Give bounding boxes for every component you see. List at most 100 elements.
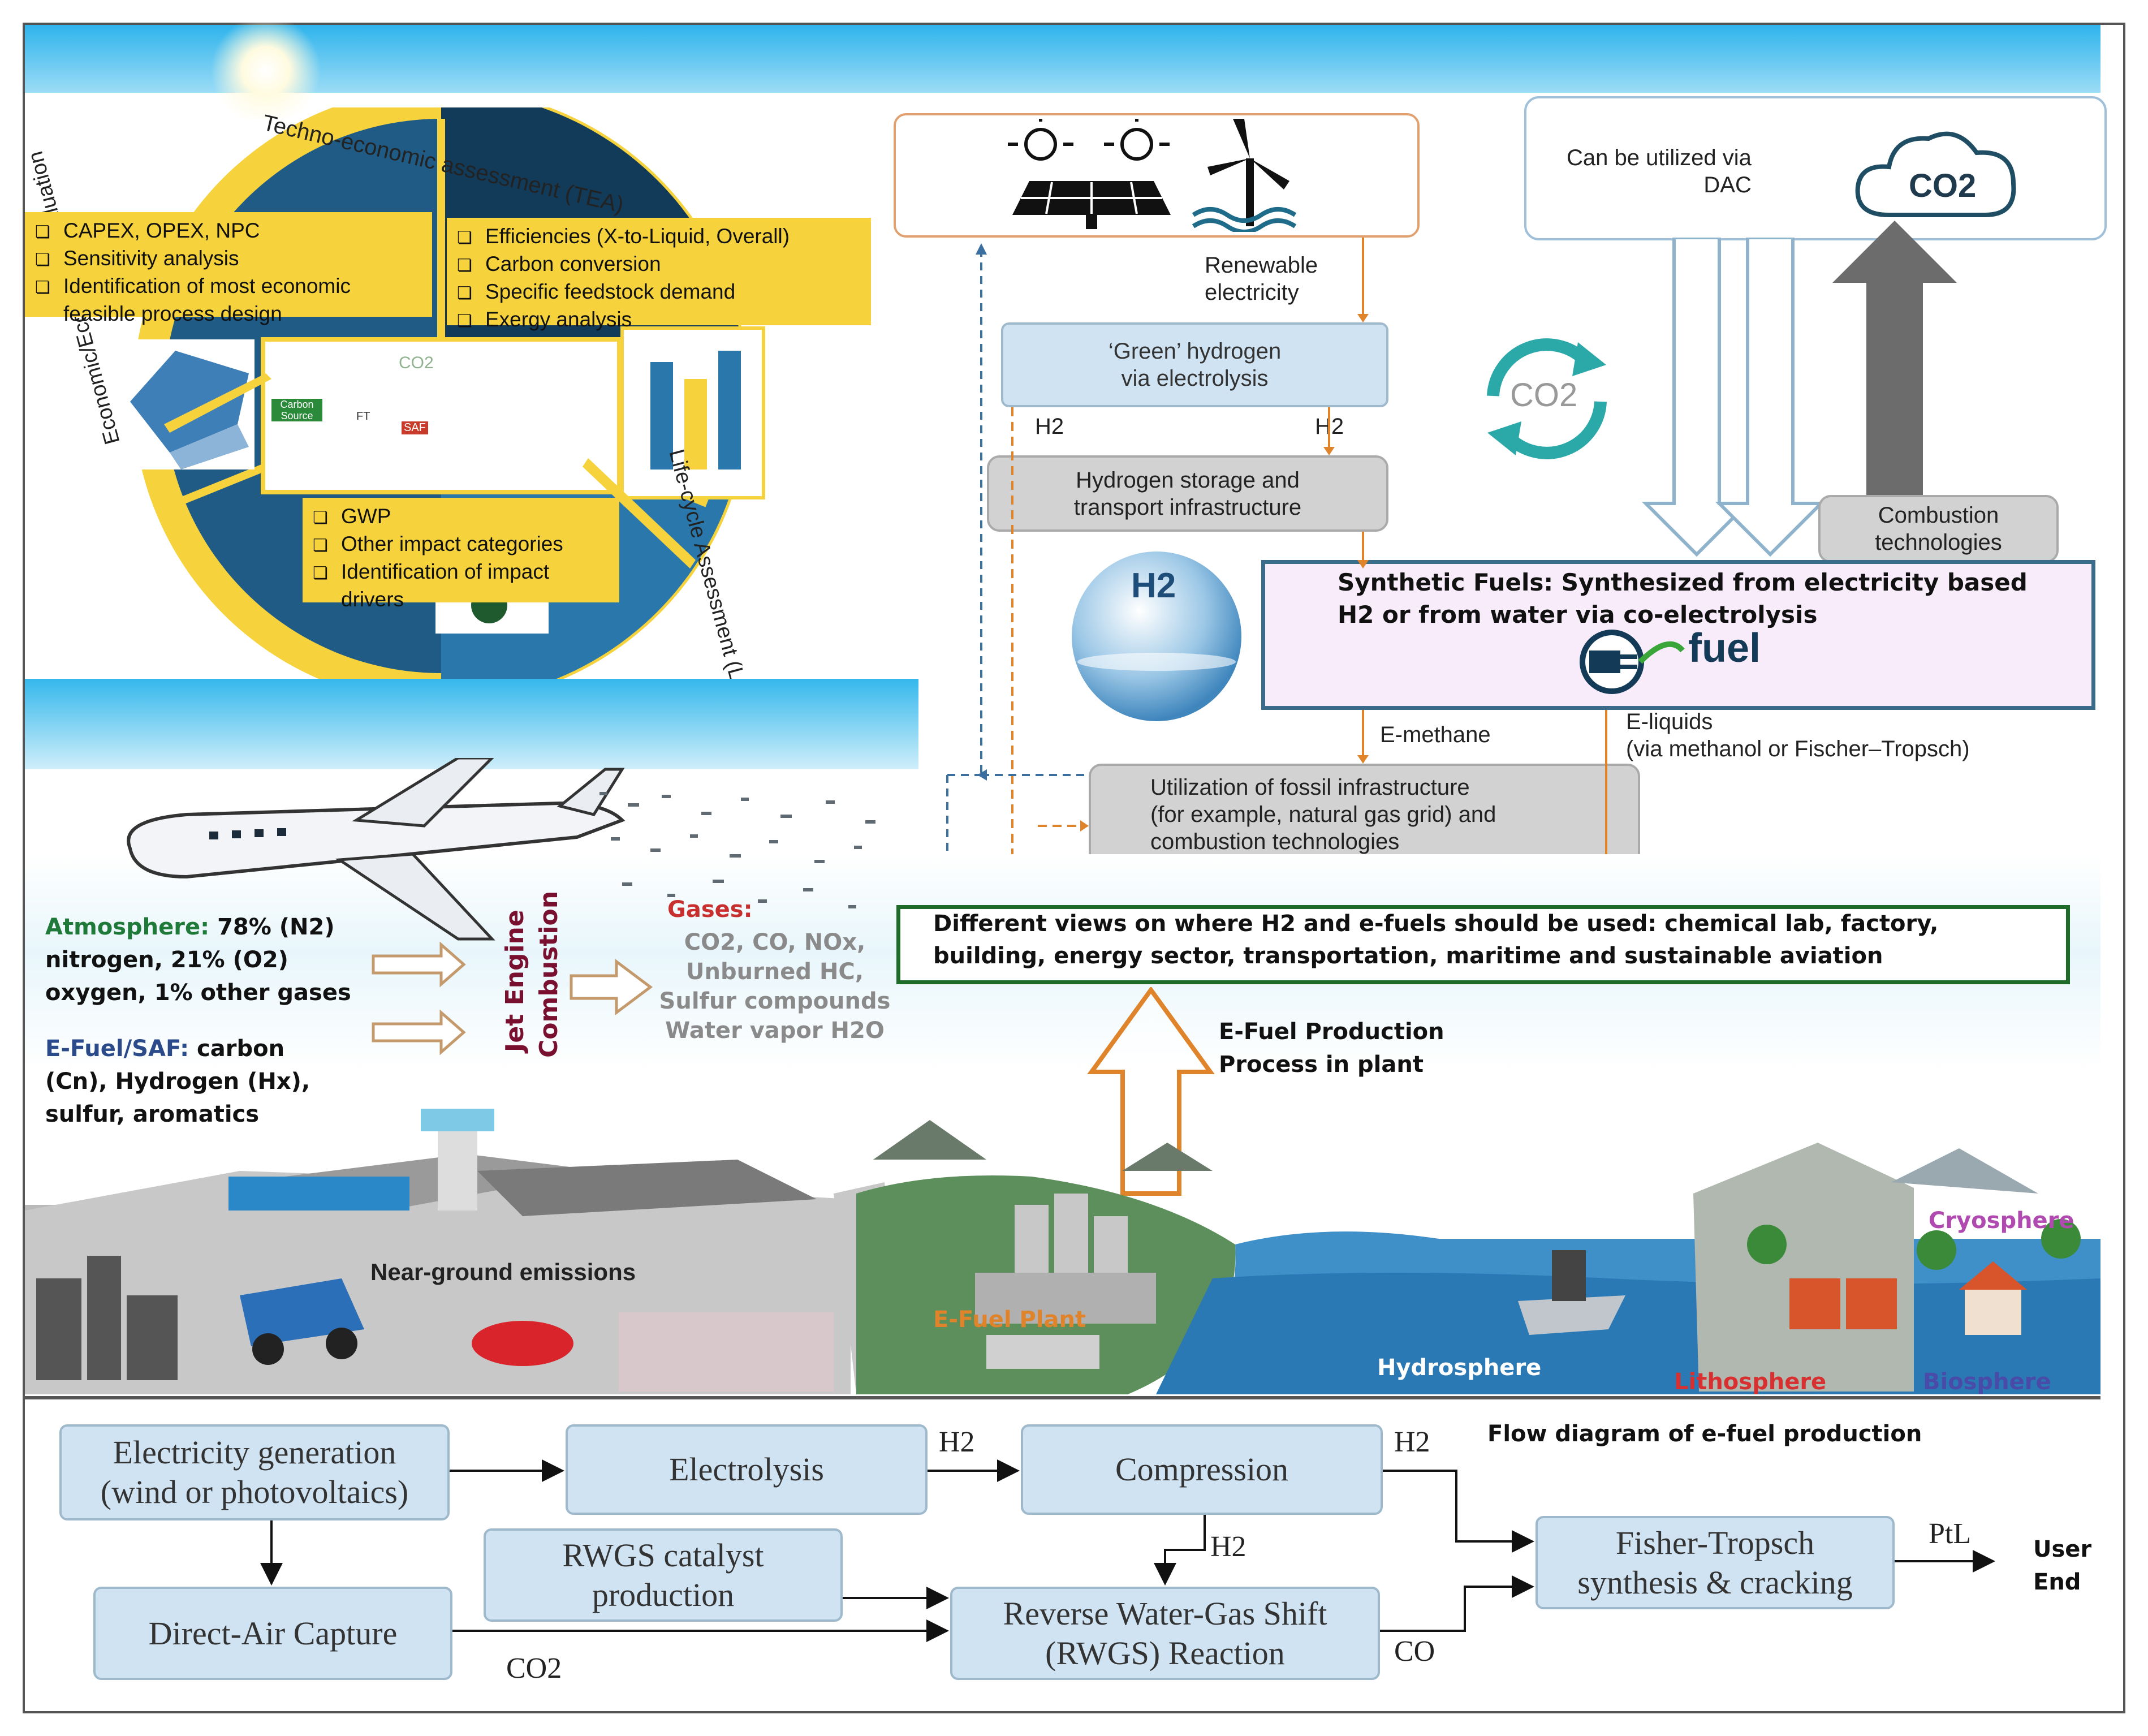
efuel-saf-text: E-Fuel/SAF: carbon (Cn), Hydrogen (Hx), … <box>45 1032 310 1131</box>
flow-h2-b: H2 <box>1394 1426 1430 1458</box>
green-hydrogen-box: ‘Green’ hydrogen via electrolysis <box>1001 322 1388 407</box>
h2-left-label: H2 <box>1035 414 1064 439</box>
mini-saf-label: SAF <box>402 421 428 434</box>
h2-sphere-label: H2 <box>1131 566 1176 605</box>
biosphere-label: Biosphere <box>1923 1369 2051 1395</box>
combustion-label: Combustion <box>534 890 563 1058</box>
gas-item: Sulfur compounds <box>659 988 891 1014</box>
fossil-infra-box: Utilization of fossil infrastructure (fo… <box>1089 764 1640 865</box>
airplane-icon <box>127 758 626 941</box>
dac-label: Can be utilized via DAC <box>1567 145 1752 197</box>
mini-ft-label: FT <box>356 410 370 423</box>
flow-fischer-box: Fisher-Tropsch synthesis & cracking <box>1535 1516 1895 1609</box>
jet-engine-label: Jet Engine <box>501 910 529 1052</box>
hydrogen-storage-label: Hydrogen storage and transport infrastru… <box>1073 467 1302 520</box>
lca-item: GWP <box>313 503 609 531</box>
flow-rwgs-catalyst-label: RWGS catalyst production <box>562 1536 764 1613</box>
efuel-plant-label: E-Fuel Plant <box>933 1307 1086 1333</box>
flow-electrolysis-box: Electrolysis <box>566 1424 928 1515</box>
fossil-infra-label: Utilization of fossil infrastructure (fo… <box>1150 775 1496 854</box>
tea-tech-item: Carbon conversion <box>457 251 861 279</box>
renewables-box <box>894 113 1420 238</box>
atmosphere-label: Atmosphere: <box>45 914 210 940</box>
efuel-saf-label: E-Fuel/SAF: <box>45 1036 189 1062</box>
contrail-dots <box>599 792 875 908</box>
flow-rwgs-catalyst-box: RWGS catalyst production <box>484 1528 843 1622</box>
flow-dac-box: Direct-Air Capture <box>93 1587 452 1680</box>
synthetic-fuels-box <box>1261 560 2095 710</box>
sun-icon <box>204 23 328 119</box>
landscape-scene <box>25 1109 2100 1394</box>
lca-item: Other impact categories <box>313 531 609 559</box>
flow-compression-label: Compression <box>1115 1451 1289 1488</box>
e-methane-label: E-methane <box>1380 722 1491 747</box>
flow-rwgs-reaction-box: Reverse Water-Gas Shift (RWGS) Reaction <box>950 1587 1380 1680</box>
tea-tech-item: Specific feedstock demand <box>457 279 861 307</box>
synthetic-fuels-line1: Synthetic Fuels: Synthesized from electr… <box>1338 568 2028 596</box>
views-line2: building, energy sector, transportation,… <box>933 943 1883 969</box>
co2-cycle-label: CO2 <box>1510 377 1578 413</box>
atmosphere-line3: oxygen, 1% other gases <box>45 980 351 1006</box>
flow-h2-a: H2 <box>939 1426 975 1458</box>
lca-item: Identification of impact <box>313 559 609 587</box>
flow-user-end: User End <box>2033 1536 2092 1595</box>
plug-icon <box>1580 630 1685 694</box>
atmosphere-line2: nitrogen, 21% (O2) <box>45 947 288 973</box>
lithosphere-label: Lithosphere <box>1674 1369 1827 1395</box>
flow-electricity-box: Electricity generation (wind or photovol… <box>59 1424 450 1520</box>
tea-tech-item: Exergy analysis <box>457 307 861 334</box>
gases-list: CO2, CO, NOx, Unburned HC, Sulfur compou… <box>642 928 908 1045</box>
combustion-tech-label: Combustion technologies <box>1875 503 2002 555</box>
sky-band <box>25 25 2100 93</box>
sky-band-middle <box>25 679 918 769</box>
production-process-label: E-Fuel Production Process in plant <box>1219 1019 1444 1078</box>
efuel-saf-line3: sulfur, aromatics <box>45 1101 260 1127</box>
efuel-saf-line2: (Cn), Hydrogen (Hx), <box>45 1069 310 1095</box>
tea-economic-list: CAPEX, OPEX, NPC Sensitivity analysis Id… <box>25 212 432 325</box>
e-liquids-label: E-liquids (via methanol or Fischer–Trops… <box>1626 709 1970 761</box>
flow-co: CO <box>1394 1635 1435 1668</box>
combustion-tech-box: Combustion technologies <box>1818 495 2059 563</box>
flow-rwgs-reaction-label: Reverse Water-Gas Shift (RWGS) Reaction <box>1003 1595 1327 1672</box>
combustion-up-arrow <box>1832 221 1957 498</box>
mini-carbon-source: Carbon Source <box>271 399 322 421</box>
views-line1: Different views on where H2 and e-fuels … <box>933 911 1939 937</box>
gas-item: Unburned HC, <box>686 959 864 985</box>
tea-econ-item-cont: feasible process design <box>63 302 282 325</box>
hydrosphere-label: Hydrosphere <box>1377 1355 1542 1381</box>
flow-electrolysis-label: Electrolysis <box>669 1451 824 1488</box>
flow-co2: CO2 <box>506 1652 562 1685</box>
flow-ptl: PtL <box>1929 1518 1972 1550</box>
fuel-logo-label: fuel <box>1688 626 1761 671</box>
efuel-saf-line1: carbon <box>189 1036 285 1062</box>
renewable-electricity-label: Renewable electricity <box>1205 253 1318 305</box>
flow-divider <box>25 1396 2100 1399</box>
atmosphere-text: Atmosphere: 78% (N2) nitrogen, 21% (O2) … <box>45 911 351 1009</box>
co2-cloud-label: CO2 <box>1909 167 1977 204</box>
input-arrows <box>372 941 653 1056</box>
flow-fischer-label: Fisher-Tropsch synthesis & cracking <box>1577 1524 1853 1601</box>
flow-electricity-label: Electricity generation (wind or photovol… <box>100 1434 409 1510</box>
tea-econ-item: Identification of most economic <box>35 273 422 301</box>
co2-cycle-icon <box>1487 338 1607 459</box>
tea-tech-item: Efficiencies (X-to-Liquid, Overall) <box>457 223 861 251</box>
gas-item: Water vapor H2O <box>665 1018 885 1044</box>
tea-technical-list: Efficiencies (X-to-Liquid, Overall) Carb… <box>447 218 871 331</box>
cryosphere-label: Cryosphere <box>1929 1208 2074 1234</box>
gas-item: CO2, CO, NOx, <box>684 929 866 955</box>
solar-wind-icons <box>1008 119 1297 232</box>
dac-down-arrows <box>1641 238 1826 557</box>
co2-cloud-icon <box>1855 131 2016 217</box>
flow-h2-c: H2 <box>1210 1531 1246 1563</box>
tea-econ-item: CAPEX, OPEX, NPC <box>35 218 422 245</box>
flow-connectors <box>260 1459 1995 1642</box>
tea-econ-item: Sensitivity analysis <box>35 245 422 273</box>
views-box <box>896 905 2070 984</box>
production-up-arrow <box>1087 987 1215 1196</box>
flow-title: Flow diagram of e-fuel production <box>1487 1421 1922 1447</box>
atmosphere-line1: 78% (N2) <box>209 914 335 940</box>
flow-dac-label: Direct-Air Capture <box>148 1614 398 1652</box>
flow-compression-box: Compression <box>1021 1424 1383 1515</box>
h2-sphere-icon <box>1072 552 1241 721</box>
mini-co2-label: CO2 <box>399 354 434 372</box>
